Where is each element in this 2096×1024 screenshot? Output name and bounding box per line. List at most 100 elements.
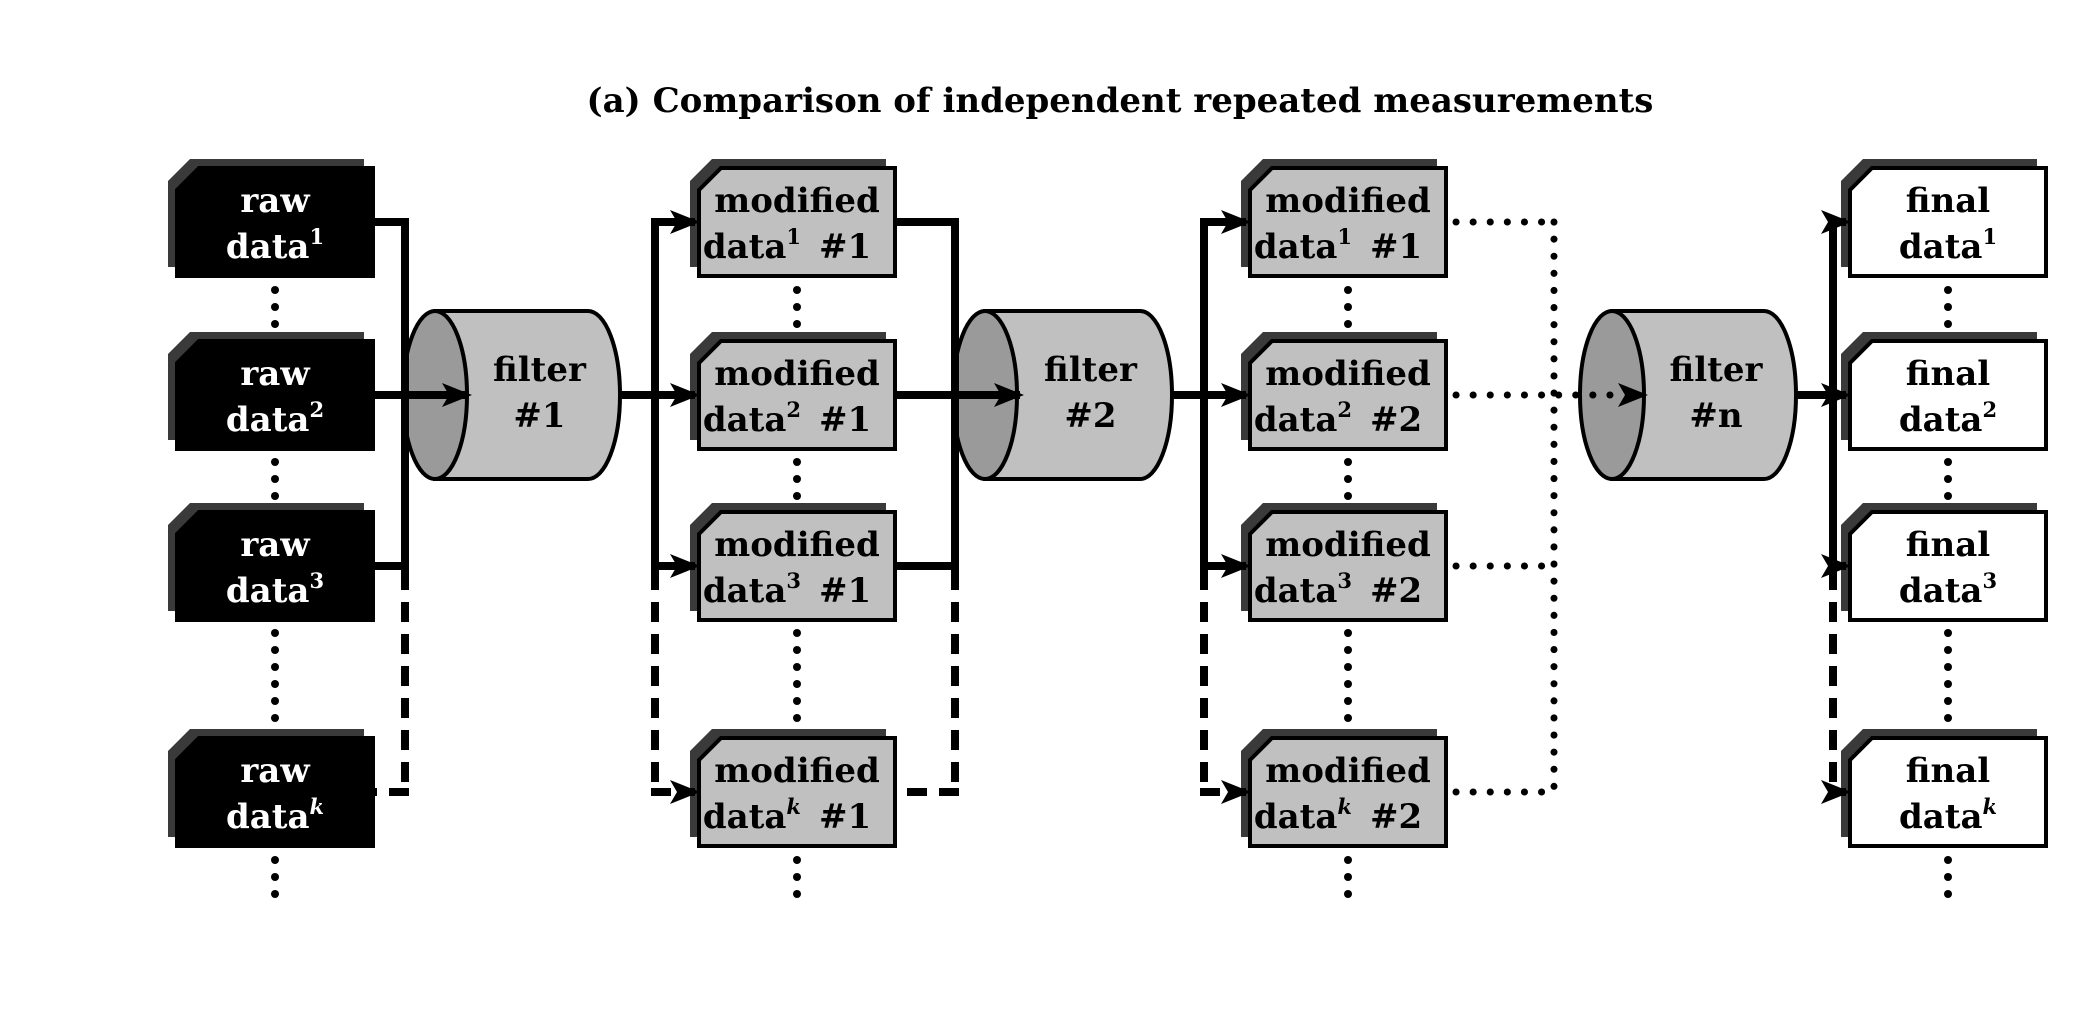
- connector-lines: [271, 210, 1952, 898]
- ellipsis-dot: [1344, 458, 1352, 466]
- node-stage-tag: #2: [1370, 571, 1422, 611]
- node-label-line2: datak: [226, 794, 324, 837]
- node-label-line1: modified: [1265, 181, 1430, 221]
- data-nodes: rawdata1rawdata2rawdata3rawdatakmodified…: [168, 159, 2048, 848]
- node-label-line1: modified: [1265, 354, 1430, 394]
- node-label-base: data: [1899, 227, 1983, 267]
- node-box: [1848, 736, 2048, 848]
- ellipsis-dot: [1944, 856, 1952, 864]
- node-box: [1248, 736, 1448, 848]
- ellipsis-dot: [1944, 873, 1952, 881]
- filter-body: [983, 309, 1174, 481]
- node-superscript: 2: [309, 397, 324, 422]
- node-stage-tag: #1: [819, 400, 871, 440]
- node-label-line2: data2#2: [1254, 397, 1422, 440]
- node-label-line2: data1: [226, 224, 324, 267]
- node-superscript: 3: [786, 568, 801, 593]
- ellipsis-dot: [1944, 492, 1952, 500]
- filter-label-line2: #n: [1689, 396, 1742, 436]
- node-box: [1248, 339, 1448, 451]
- arrow-head: [1821, 780, 1851, 804]
- ellipsis-dot: [1344, 492, 1352, 500]
- arrow-head: [1821, 210, 1851, 234]
- ellipsis-dot: [1944, 680, 1952, 688]
- node-superscript: 1: [1982, 224, 1997, 249]
- node-label-base: data: [703, 227, 787, 267]
- ellipsis-dot: [793, 303, 801, 311]
- ellipsis-dot: [1344, 680, 1352, 688]
- ellipsis-dot: [793, 680, 801, 688]
- node-label-line2: datak#2: [1254, 794, 1422, 837]
- ellipsis-dot: [793, 629, 801, 637]
- node-label-line2: data3 #1: [703, 568, 871, 611]
- node-label-line1: modified: [714, 751, 879, 791]
- node-superscript: 2: [1982, 397, 1997, 422]
- ellipsis-dot: [1344, 320, 1352, 328]
- ellipsis-dot: [1944, 475, 1952, 483]
- ellipsis-dot: [1944, 663, 1952, 671]
- node-label-line1: modified: [714, 525, 879, 565]
- ellipsis-dot: [1944, 714, 1952, 722]
- ellipsis-dot: [1344, 629, 1352, 637]
- node-superscript: 2: [786, 397, 801, 422]
- arrow-head: [670, 210, 700, 234]
- node-label-line2: datak: [1899, 794, 1997, 837]
- raw-data-node-2: raw data2: [168, 332, 375, 451]
- node-label-line2: data1: [1899, 224, 1997, 267]
- node-superscript: k: [1337, 794, 1352, 819]
- node-label-line1: modified: [1265, 525, 1430, 565]
- node-stage-tag: #1: [819, 227, 871, 267]
- filter-label-line2: #2: [1064, 396, 1116, 436]
- diagram-title: (a) Comparison of independent repeated m…: [587, 81, 1654, 121]
- ellipsis-dot: [271, 475, 279, 483]
- ellipsis-dot: [1344, 856, 1352, 864]
- node-label-line1: raw: [240, 354, 310, 394]
- node-label-line1: modified: [714, 181, 879, 221]
- node-box: [1848, 339, 2048, 451]
- node-superscript: 1: [309, 224, 324, 249]
- ellipsis-dot: [1344, 646, 1352, 654]
- ellipsis-dot: [1944, 646, 1952, 654]
- ellipsis-dot: [793, 458, 801, 466]
- arrow-head: [1221, 780, 1251, 804]
- filter-cylinder-1: filter#1: [401, 309, 622, 481]
- ellipsis-dot: [793, 663, 801, 671]
- node-label-base: data: [1254, 227, 1338, 267]
- ellipsis-dot: [271, 714, 279, 722]
- ellipsis-dot: [1344, 873, 1352, 881]
- node-box: [1248, 166, 1448, 278]
- node-box: [1848, 166, 2048, 278]
- node-label-base: data: [226, 227, 310, 267]
- ellipsis-dot: [1344, 697, 1352, 705]
- filter-cylinder-3: filter#n: [1578, 309, 1798, 481]
- ellipsis-dot: [1944, 303, 1952, 311]
- node-label-line1: final: [1906, 181, 1990, 221]
- node-label-line2: data2: [1899, 397, 1997, 440]
- node-stage-tag: #1: [819, 571, 871, 611]
- ellipsis-dot: [271, 286, 279, 294]
- node-label-line2: data1#1: [703, 224, 871, 267]
- ellipsis-dot: [793, 714, 801, 722]
- node-label-line1: raw: [240, 751, 310, 791]
- node-label-base: data: [703, 400, 787, 440]
- node-stage-tag: #1: [819, 797, 871, 837]
- node-superscript: k: [1982, 794, 1997, 819]
- node-label-base: data: [703, 571, 787, 611]
- arrow-to-filter-2: [994, 383, 1024, 407]
- ellipsis-dot: [793, 890, 801, 898]
- ellipsis-dot: [271, 663, 279, 671]
- ellipsis-dot: [271, 629, 279, 637]
- ellipsis-dot: [1344, 475, 1352, 483]
- ellipsis-dot: [271, 873, 279, 881]
- node-label-base: data: [226, 400, 310, 440]
- arrow-head: [670, 383, 700, 407]
